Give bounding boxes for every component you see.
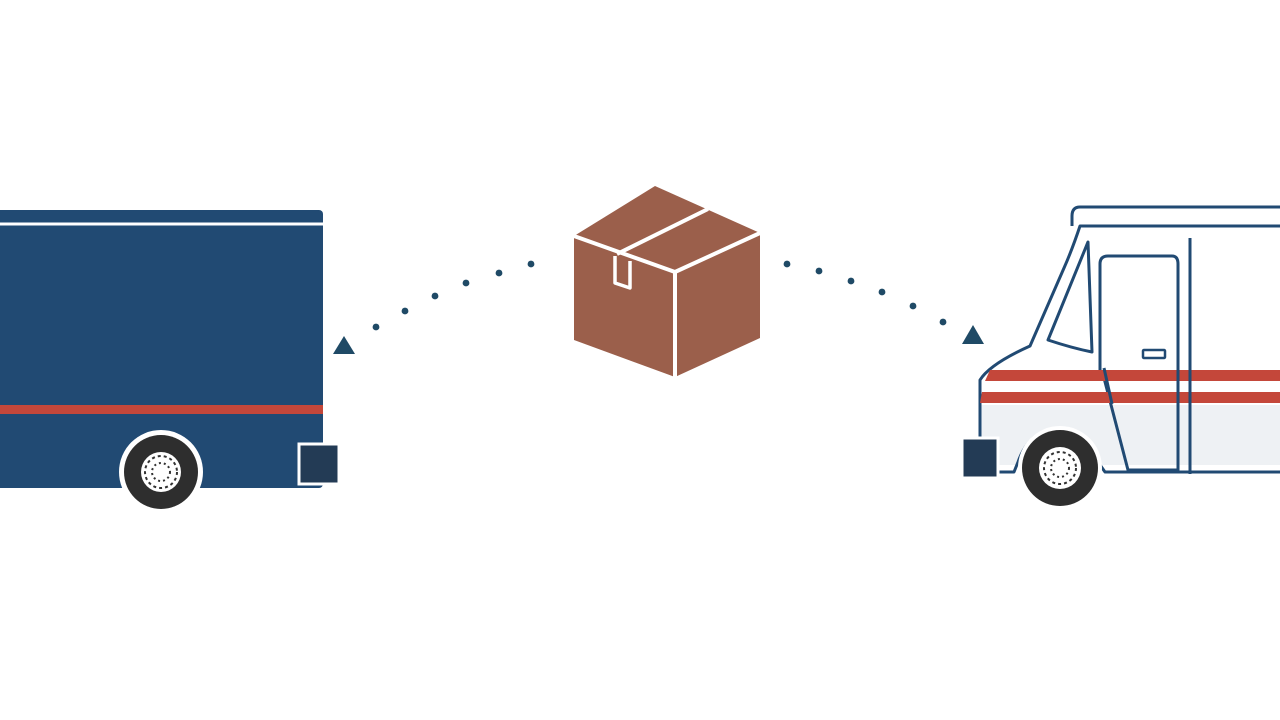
bumper	[297, 442, 341, 486]
van-roof	[1070, 205, 1280, 226]
arrow-left-icon	[333, 336, 355, 354]
right-dotted-path	[783, 260, 947, 326]
red-stripe	[0, 405, 323, 414]
delivery-van-icon	[960, 205, 1280, 510]
arrow-right-icon	[962, 325, 984, 344]
wheel-icon	[119, 430, 203, 514]
package-box-icon	[573, 186, 761, 377]
left-dotted-path	[372, 260, 535, 331]
red-stripe-top	[985, 370, 1280, 381]
box-left	[574, 236, 675, 377]
van-windshield	[1046, 240, 1094, 354]
door-handle	[1141, 348, 1167, 360]
van-bumper	[960, 436, 1000, 480]
wheel-icon	[1018, 426, 1102, 510]
box-tape	[616, 207, 709, 256]
box-tape-flap	[613, 256, 632, 290]
red-stripe-bottom	[980, 392, 1280, 403]
box-truck-icon	[0, 210, 341, 514]
box-right	[675, 233, 760, 377]
truck-body	[0, 210, 323, 488]
